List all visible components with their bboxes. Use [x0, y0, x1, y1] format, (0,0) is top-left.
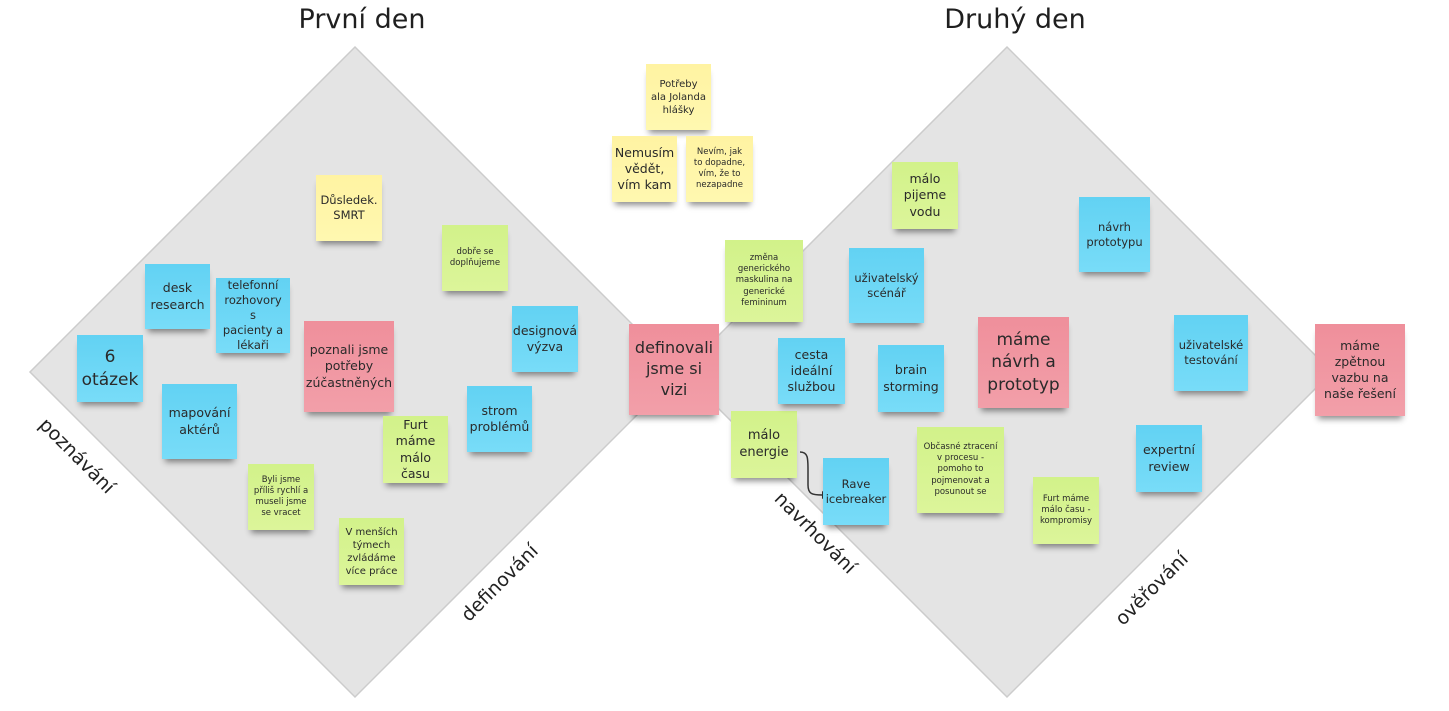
- sticky-note[interactable]: málo pijeme vodu: [892, 162, 958, 229]
- sticky-note[interactable]: Nevím, jak to dopadne, vím, že to nezapa…: [686, 136, 753, 202]
- sticky-note[interactable]: máme návrh a prototyp: [978, 317, 1069, 408]
- sticky-note[interactable]: poznali jsme potřeby zúčastněných: [304, 321, 394, 412]
- sticky-note[interactable]: málo energie: [731, 411, 797, 478]
- sticky-note[interactable]: Potřeby ala Jolanda hlášky: [646, 64, 711, 130]
- sticky-note[interactable]: cesta ideální službou: [778, 338, 845, 404]
- sticky-note[interactable]: telefonní rozhovory s pacienty a lékaři: [216, 278, 290, 353]
- sticky-note[interactable]: Občasné ztracení v procesu - pomoho to p…: [917, 427, 1004, 513]
- sticky-note[interactable]: uživatelské testování: [1174, 315, 1248, 391]
- sticky-note[interactable]: 6 otázek: [77, 335, 143, 402]
- sticky-note[interactable]: máme zpětnou vazbu na naše řešení: [1315, 324, 1405, 416]
- sticky-note[interactable]: Furt máme málo času: [383, 416, 448, 483]
- sticky-note[interactable]: expertní review: [1136, 425, 1202, 492]
- connector-arrow: [799, 451, 823, 496]
- sticky-note[interactable]: Furt máme málo času - kompromisy: [1033, 477, 1099, 544]
- sticky-note[interactable]: designová výzva: [512, 306, 578, 372]
- sticky-note[interactable]: Nemusím vědět, vím kam: [612, 136, 677, 202]
- sticky-note[interactable]: strom problémů: [467, 386, 532, 452]
- sticky-note[interactable]: návrh prototypu: [1079, 197, 1150, 272]
- sticky-note[interactable]: uživatelský scénář: [849, 248, 924, 323]
- sticky-note[interactable]: V menších týmech zvládáme více práce: [339, 518, 404, 585]
- sticky-note[interactable]: Byli jsme příliš rychlí a museli jsme se…: [248, 464, 314, 530]
- sticky-note[interactable]: Důsledek. SMRT: [316, 175, 382, 241]
- sticky-note[interactable]: Rave icebreaker: [823, 458, 889, 525]
- sticky-note[interactable]: desk research: [145, 264, 210, 329]
- sticky-note[interactable]: dobře se doplňujeme: [442, 225, 508, 291]
- sticky-note[interactable]: definovali jsme si vizi: [629, 324, 719, 415]
- title-day-2: Druhý den: [944, 4, 1086, 35]
- sticky-note[interactable]: změna generického maskulina na generické…: [725, 240, 803, 322]
- sticky-note[interactable]: brain storming: [878, 345, 944, 412]
- title-day-1: První den: [298, 4, 426, 35]
- sticky-note[interactable]: mapování aktérů: [162, 384, 237, 459]
